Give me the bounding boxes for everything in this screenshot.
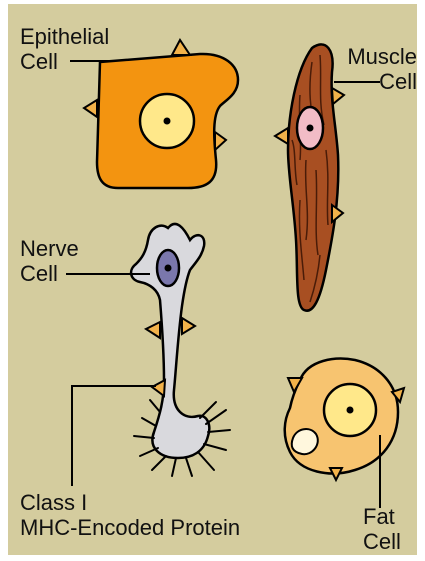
protein-label-line2: MHC-Encoded Protein <box>20 515 240 540</box>
fat-droplet <box>292 429 318 454</box>
fat-label-line1: Fat <box>363 504 401 529</box>
muscle-label-line1: Muscle <box>347 44 417 69</box>
nerve-label-line1: Nerve <box>20 236 79 261</box>
protein-label: Class I MHC-Encoded Protein <box>20 490 240 540</box>
fat-cell <box>285 359 404 480</box>
epithelial-label-line1: Epithelial <box>20 24 109 49</box>
protein-label-line1: Class I <box>20 490 240 515</box>
mhc-protein-marker <box>332 88 344 104</box>
nerve-label: Nerve Cell <box>20 236 79 286</box>
fat-label: Fat Cell <box>363 504 401 554</box>
nerve-label-line2: Cell <box>20 261 79 286</box>
mhc-protein-marker <box>182 318 195 334</box>
mhc-protein-marker <box>215 132 226 150</box>
mhc-protein-marker <box>146 322 160 338</box>
mhc-protein-marker <box>332 205 343 222</box>
fat-label-line2: Cell <box>363 529 401 554</box>
muscle-cell <box>275 44 344 310</box>
mhc-protein-marker <box>275 128 288 144</box>
epithelial-label: Epithelial Cell <box>20 24 109 74</box>
epithelial-label-line2: Cell <box>20 49 109 74</box>
muscle-label-line2: Cell <box>347 69 417 94</box>
muscle-label: Muscle Cell <box>347 44 417 94</box>
nerve-cell <box>131 224 230 476</box>
mhc-protein-marker <box>84 100 97 117</box>
mhc-protein-marker <box>152 380 165 396</box>
mhc-protein-marker <box>172 40 190 55</box>
